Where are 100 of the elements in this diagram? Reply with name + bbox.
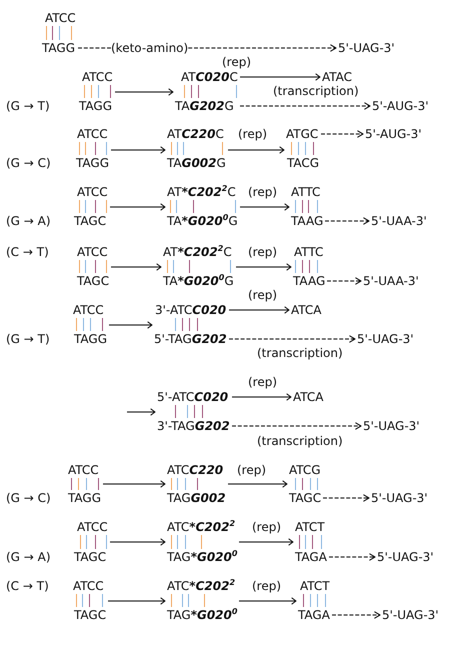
arrow [126,408,156,416]
edge-label: (rep) [248,245,278,259]
sequence-text: TAGA [298,608,330,622]
sequence-text: ATTC [294,245,324,259]
dashed-arrow [240,102,371,110]
sequence-text: TAGG [76,156,109,170]
sequence-text: TAG*G020$^{0}$ [167,550,238,564]
sequence-text: TA*G020$^{0}$G [163,274,234,288]
sequence-text: ATCA [293,390,324,404]
sequence-text: ATCC [45,11,76,25]
sequence-text: ATCC [82,70,113,84]
edge-label: (rep) [248,288,278,302]
mutation-label: (G → T) [6,332,50,346]
sequence-text: ATCC [77,245,108,259]
sequence-text: 3'-ATCC020 [155,303,226,317]
mutation-label: (G → A) [6,550,51,564]
sequence-text: ATC*C202$^{2}$ [167,579,236,593]
sequence-text: 5'-TAGG202 [154,332,227,346]
sequence-text: TAGC [74,550,106,564]
sequence-text: ATCC [73,303,104,317]
sequence-text: 5'-ATCC020 [157,390,228,404]
arrow [240,204,290,210]
sequence-text: ATGC [286,127,318,141]
sequence-text: 5'-UAG-3' [357,332,414,346]
arrow [110,264,162,270]
sequence-text: ATCC [77,520,108,534]
sequence-text: ATCC [77,185,108,199]
sequence-text: 5'-UAG-3' [363,419,420,433]
sequence-text: TAGG [79,99,112,113]
sequence-text: AT*C202$^{2}$C [167,185,236,199]
sequence-text: ATCC [77,127,108,141]
dashed-arrow [228,335,356,343]
sequence-text: TAG202G [175,99,234,113]
sequence-text: ATC*C202$^{2}$ [167,520,236,534]
sequence-text: ATTC [291,185,320,199]
edge-label: (rep) [238,127,268,141]
arrow [108,322,153,328]
sequence-text: TAGG002 [167,491,226,505]
arrow [236,264,292,270]
edge-label: (rep) [252,579,282,593]
arrow [228,146,285,154]
sequence-text: TAGA [295,550,327,564]
sequence-text: ATCC [73,579,104,593]
sequence-text: TAG*G020$^{0}$ [167,608,238,622]
sequence-text: AT*C202$^{2}$C [163,245,232,259]
sequence-text: ATC020C [181,70,238,84]
edge-label: (transcription) [257,346,343,360]
arrow [228,306,290,314]
arrow [110,538,166,546]
sequence-text: TAG002G [167,156,226,170]
sequence-text: TA*G020$^{0}$G [167,214,238,228]
arrow [110,204,166,210]
dashed-arrow [320,130,364,138]
sequence-text: 3'-TAGG202 [157,419,230,433]
dashed-arrow [332,611,381,619]
dashed-arrow [324,217,370,225]
mutation-label: (C → T) [6,579,49,593]
arrow [240,74,321,80]
edge-label: (keto-amino) [111,41,188,55]
edge-label: (rep) [222,55,252,69]
sequence-text: ATC220C [167,127,224,141]
sequence-text: ATCT [295,520,325,534]
sequence-text: TAGC [74,608,106,622]
sequence-text: ATCT [300,579,330,593]
arrow [108,598,166,604]
sequence-text: 5'-UAG-3' [338,41,395,55]
mutation-label: (G → T) [6,99,50,113]
sequence-text: 5'-UAG-3' [377,550,434,564]
sequence-text: TAGG [74,332,107,346]
dashed-arrow [326,277,362,285]
edge-label: (transcription) [257,434,343,448]
dashed-arrow [232,422,362,430]
sequence-text: TAGG [42,41,75,55]
sequence-text: TAAG [291,214,324,228]
sequence-text: TAGC [77,274,110,288]
arrow [238,538,294,546]
sequence-text: TACG [287,156,320,170]
sequence-text: 5'-UAG-3' [382,608,439,622]
sequence-text: 5'-UAA-3' [363,274,419,288]
sequence-text: ATCG [289,463,321,477]
sequence-text: ATCA [291,303,322,317]
sequence-text: TAGC [289,491,322,505]
arrow [102,480,166,488]
sequence-text: TAAG [293,274,326,288]
dashed-arrow [322,494,370,502]
sequence-text: ATAC [322,70,352,84]
arrow [238,598,297,604]
arrow [110,146,166,154]
mutation-label: (G → C) [6,491,51,505]
sequence-text: TAGG [68,491,101,505]
arrow [228,480,288,488]
sequence-text: 5'-AUG-3' [372,99,429,113]
edge-label: (rep) [237,463,266,477]
arrow [232,394,292,400]
dashed-arrow [328,553,376,561]
sequence-text: 5'-AUG-3' [365,127,422,141]
sequence-text: ATCC [68,463,99,477]
edge-label: (transcription) [273,84,359,98]
sequence-text: 5'-UAA-3' [371,214,427,228]
sequence-text: ATCC220 [167,463,224,477]
